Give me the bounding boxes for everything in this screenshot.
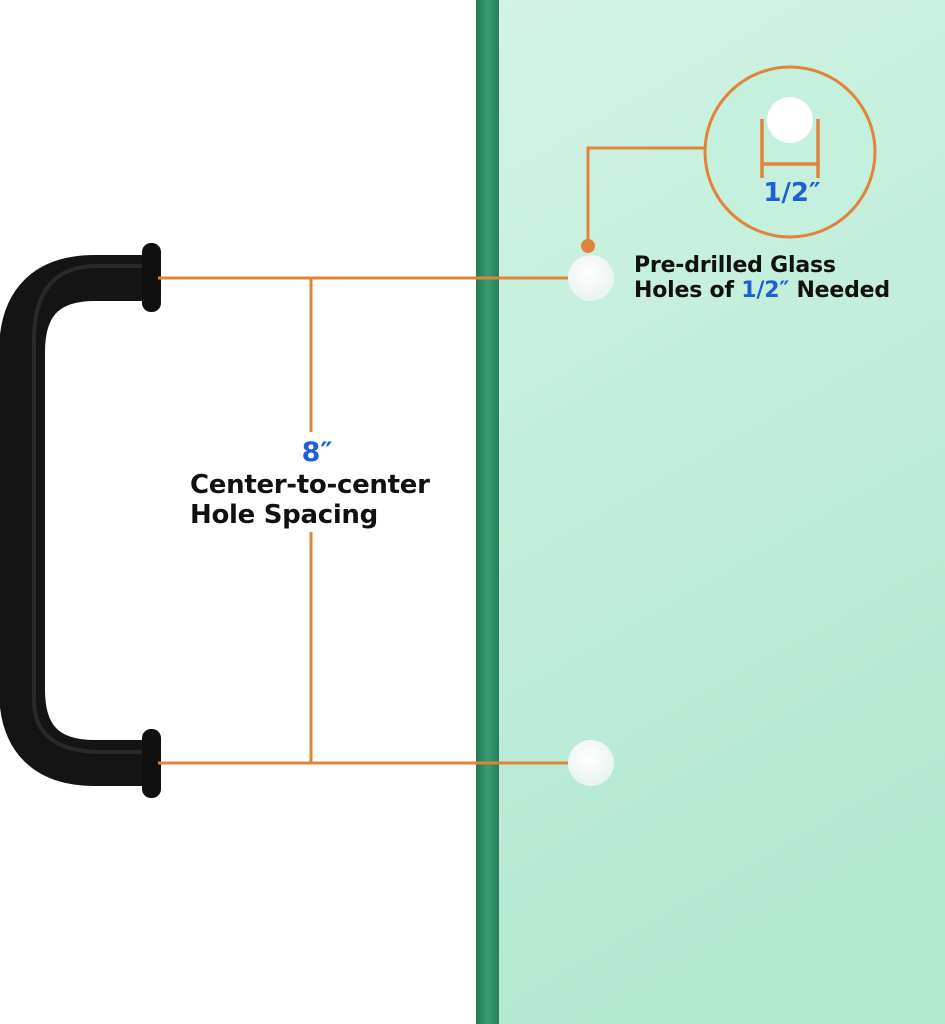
hole-diameter-marker (760, 119, 820, 178)
dimension-lines (158, 146, 706, 765)
glass-edge (476, 0, 499, 1024)
handle-flange-top (142, 243, 161, 312)
glass-hole-note-suffix: Needed (788, 278, 890, 304)
glass-hole-note-line2: Holes of 1/2″ Needed (634, 278, 890, 303)
hole-spacing-label-line1: Center-to-center (190, 470, 430, 500)
glass-hole-bottom (568, 740, 614, 786)
handle-flange-bottom (142, 729, 161, 798)
glass-hole-top (568, 255, 614, 301)
handle-highlight (32, 264, 146, 754)
door-handle (0, 243, 161, 798)
hole-spacing-label: Center-to-center Hole Spacing (190, 470, 430, 531)
hole-spacing-value: 8″ (301, 437, 333, 468)
callout-dot (581, 239, 595, 253)
hole-diameter-value: 1/2″ (763, 178, 821, 208)
glass-hole-note-prefix: Holes of (634, 278, 742, 304)
hole-zoom-callout (703, 65, 877, 239)
glass-hole-note: Pre-drilled Glass Holes of 1/2″ Needed (634, 253, 890, 304)
handle-bar (0, 255, 150, 786)
zoom-hole (767, 97, 813, 143)
zoom-circle (703, 65, 877, 239)
glass-hole-note-line1: Pre-drilled Glass (634, 253, 836, 278)
glass-hole-note-size: 1/2″ (741, 278, 789, 304)
callout-leader-line (586, 146, 706, 246)
hole-spacing-label-line2: Hole Spacing (190, 499, 378, 530)
